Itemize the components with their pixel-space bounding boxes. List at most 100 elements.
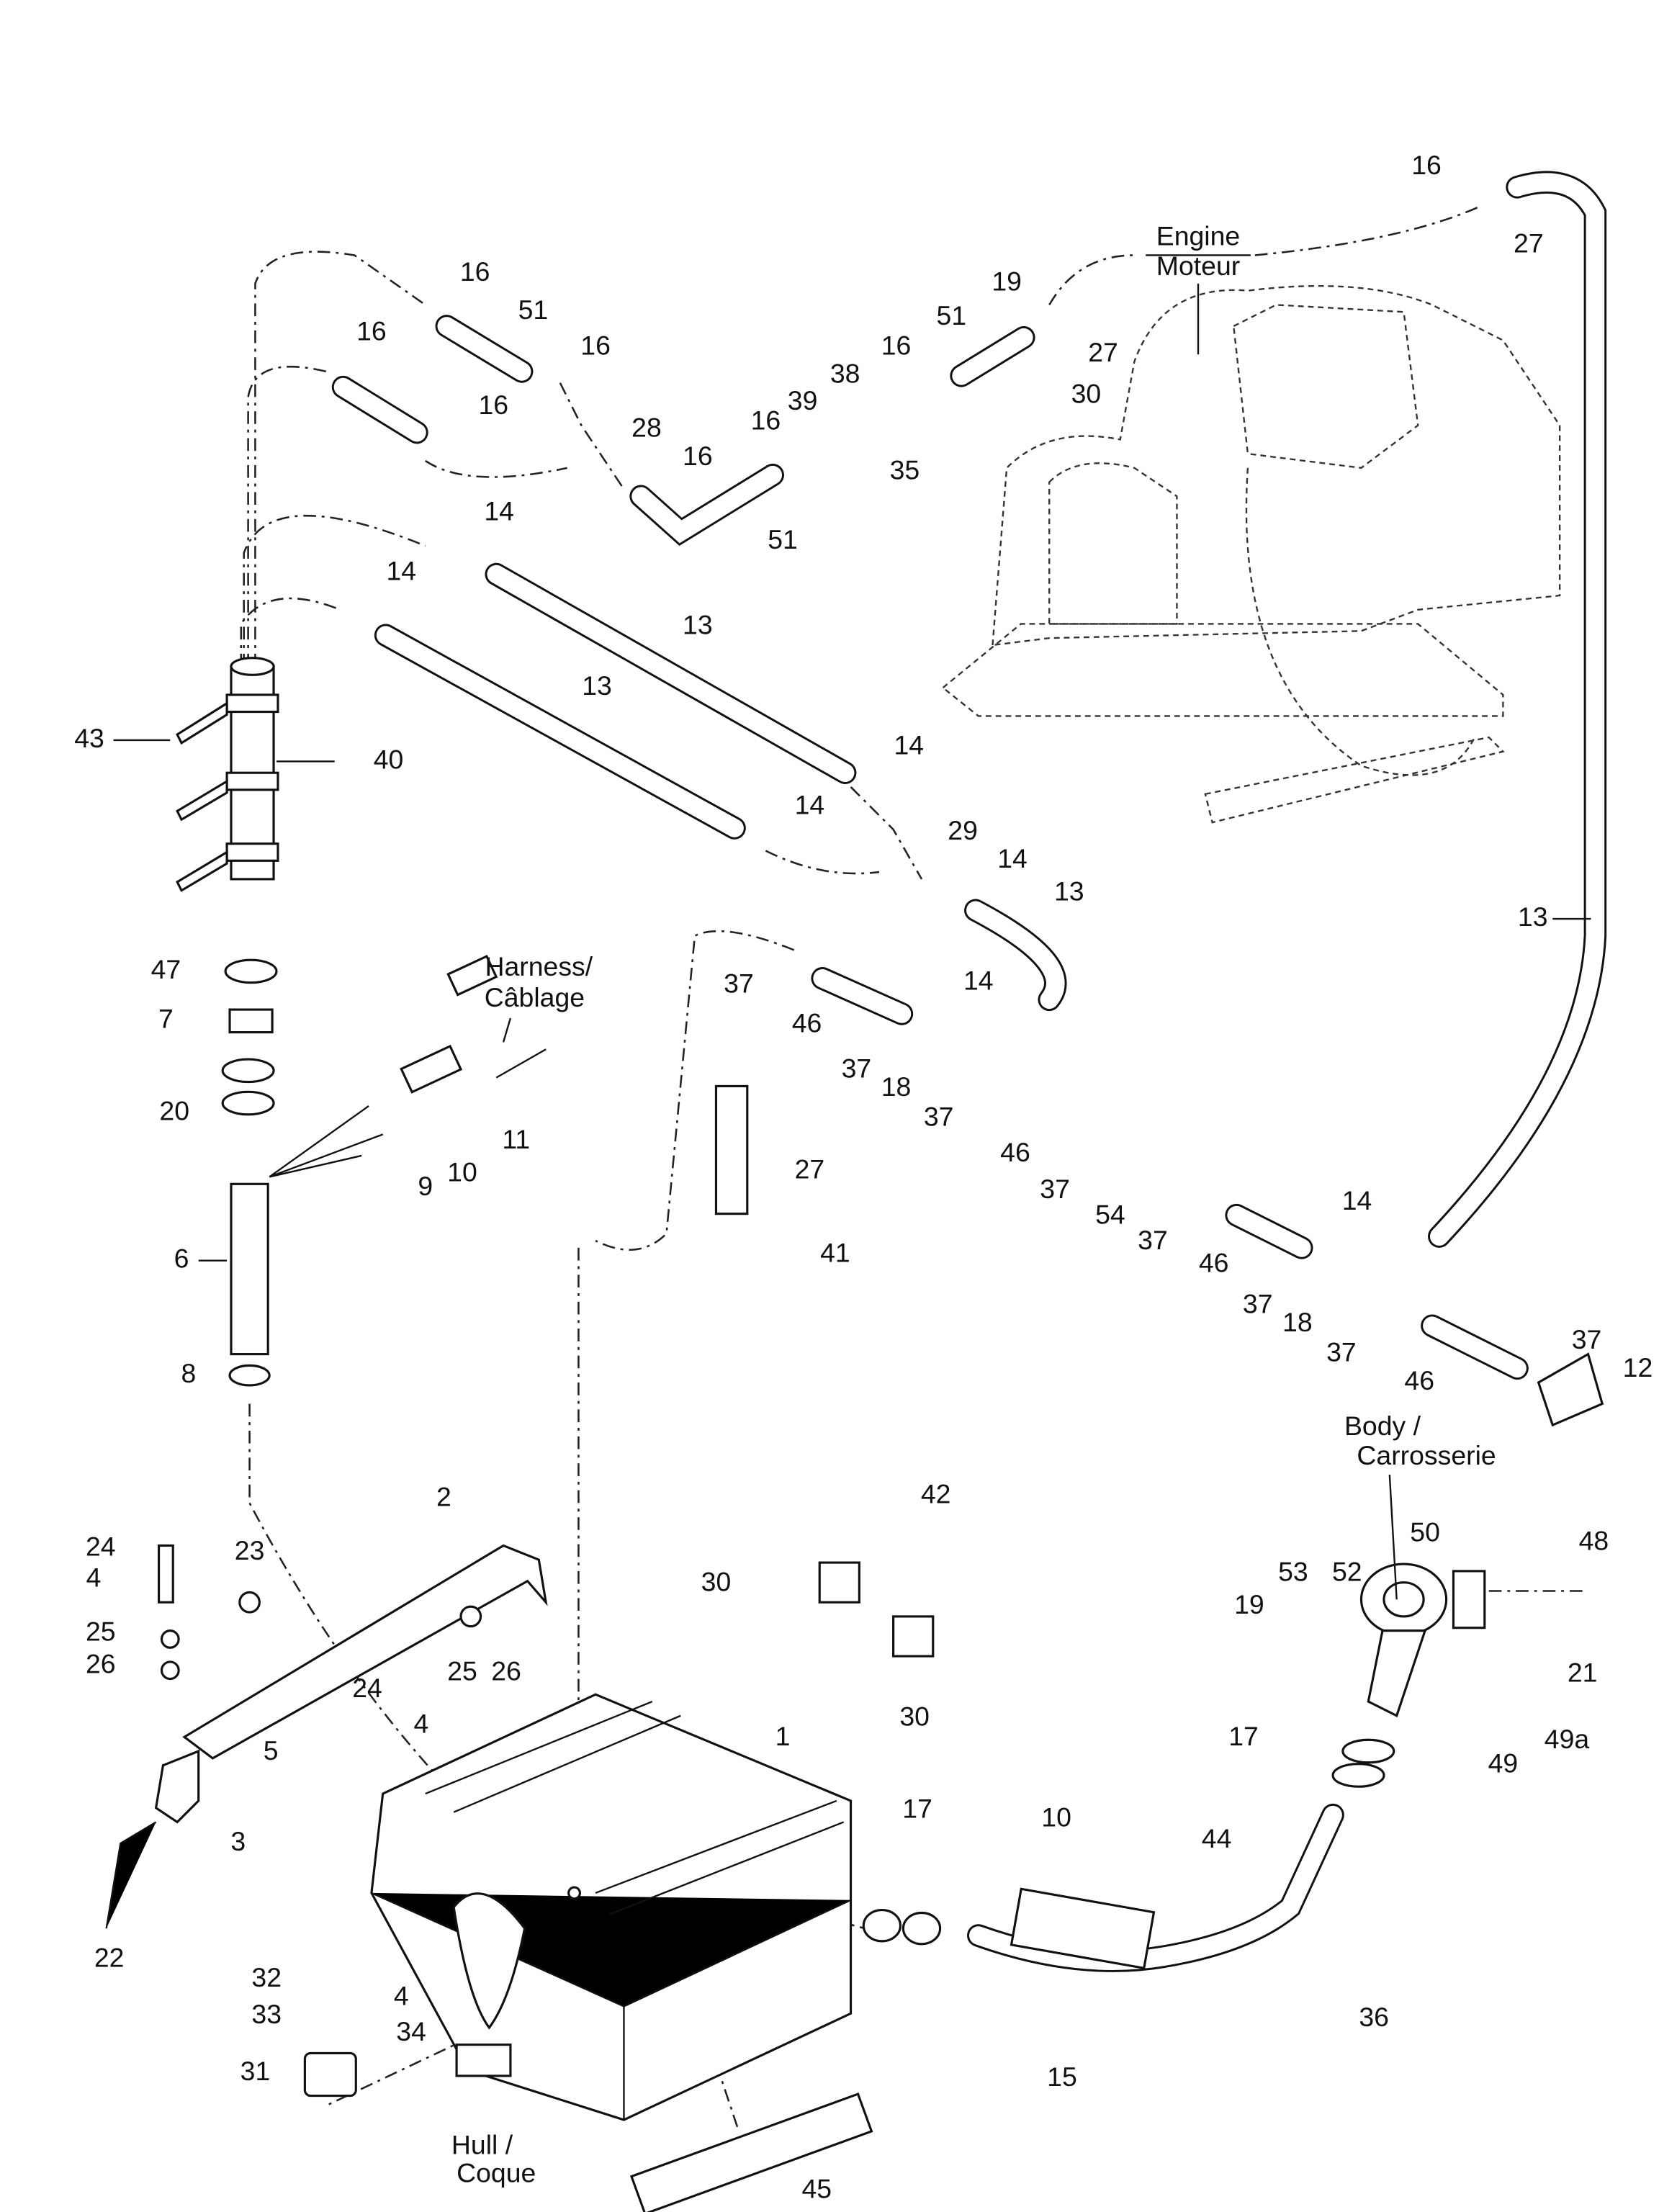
carrosserie-label: Carrosserie <box>1357 1440 1496 1470</box>
callout-7: 7 <box>158 1004 174 1034</box>
callout-10: 10 <box>1041 1802 1071 1832</box>
region-labels: Engine Moteur Harness/ Câblage Body / Ca… <box>451 221 1496 2188</box>
callout-17: 17 <box>1228 1721 1259 1751</box>
callout-16: 16 <box>580 330 611 360</box>
callout-12: 12 <box>1623 1352 1653 1382</box>
callout-30: 30 <box>899 1701 930 1732</box>
callout-53: 53 <box>1278 1557 1308 1587</box>
callout-16: 16 <box>1411 150 1442 180</box>
callout-13: 13 <box>1054 876 1084 906</box>
callout-54: 54 <box>1095 1199 1125 1229</box>
callout-4: 4 <box>394 1981 409 2011</box>
engine-label: Engine <box>1156 221 1240 251</box>
callout-40: 40 <box>374 744 404 774</box>
callout-50: 50 <box>1410 1517 1440 1547</box>
callout-37: 37 <box>1243 1289 1273 1319</box>
moteur-label: Moteur <box>1156 251 1240 281</box>
callout-14: 14 <box>484 496 514 526</box>
coque-label: Coque <box>457 2158 536 2188</box>
callout-30: 30 <box>1071 378 1102 408</box>
callout-36: 36 <box>1359 2002 1389 2032</box>
callout-9: 9 <box>418 1171 433 1201</box>
callout-19: 19 <box>992 266 1022 297</box>
callout-33: 33 <box>251 1999 282 2029</box>
callout-6: 6 <box>174 1244 189 1274</box>
callout-29: 29 <box>948 815 978 845</box>
part-callouts: 1616511616281651163938351651192730162714… <box>74 150 1653 2203</box>
cablage-label: Câblage <box>485 982 585 1012</box>
misc-parts <box>303 1084 1604 2212</box>
callout-23: 23 <box>235 1535 265 1565</box>
callout-32: 32 <box>251 1962 282 1992</box>
callout-47: 47 <box>151 954 181 984</box>
callout-37: 37 <box>1572 1324 1602 1354</box>
callout-41: 41 <box>820 1238 850 1268</box>
callout-35: 35 <box>890 455 920 485</box>
callout-17: 17 <box>902 1794 932 1824</box>
callout-10: 10 <box>447 1156 477 1187</box>
callout-2: 2 <box>436 1481 451 1511</box>
callout-21: 21 <box>1568 1658 1598 1688</box>
callout-5: 5 <box>264 1735 279 1766</box>
callout-27: 27 <box>1514 228 1544 258</box>
callout-46: 46 <box>1199 1247 1229 1277</box>
callout-11: 11 <box>502 1124 530 1154</box>
callout-37: 37 <box>1040 1174 1070 1204</box>
callout-14: 14 <box>795 789 825 819</box>
callout-14: 14 <box>1342 1185 1372 1215</box>
callout-13: 13 <box>683 609 713 639</box>
callout-45: 45 <box>801 2173 832 2203</box>
callout-46: 46 <box>792 1008 822 1038</box>
callout-3: 3 <box>230 1826 246 1856</box>
engine-outline <box>941 284 1561 824</box>
callout-27: 27 <box>1088 337 1118 367</box>
callout-43: 43 <box>74 723 104 753</box>
callout-37: 37 <box>1138 1225 1168 1255</box>
callout-8: 8 <box>181 1358 197 1388</box>
callout-18: 18 <box>881 1071 912 1102</box>
callout-25: 25 <box>86 1616 116 1646</box>
filler-neck <box>862 1563 1486 1970</box>
fuel-tank <box>370 1693 853 2121</box>
callout-51: 51 <box>768 524 798 554</box>
callout-46: 46 <box>1000 1137 1030 1167</box>
callout-22: 22 <box>94 1942 125 1972</box>
callout-52: 52 <box>1332 1557 1362 1587</box>
callout-16: 16 <box>881 330 912 360</box>
callout-27: 27 <box>795 1154 825 1184</box>
fuel-pump-assembly <box>176 657 498 1387</box>
callout-38: 38 <box>830 359 860 389</box>
callout-37: 37 <box>724 968 754 998</box>
callout-20: 20 <box>159 1096 189 1126</box>
callout-24: 24 <box>352 1673 382 1703</box>
callout-26: 26 <box>491 1656 521 1686</box>
callout-39: 39 <box>788 385 818 415</box>
callout-15: 15 <box>1047 2062 1077 2092</box>
callout-1: 1 <box>775 1721 791 1751</box>
callout-13: 13 <box>1518 902 1548 932</box>
callout-16: 16 <box>460 256 490 287</box>
callout-37: 37 <box>842 1053 872 1084</box>
leader-lines <box>113 283 1591 1600</box>
callout-48: 48 <box>1579 1525 1609 1555</box>
callout-16: 16 <box>356 316 387 346</box>
callout-19: 19 <box>1234 1589 1264 1619</box>
support-bracket <box>105 1544 548 1929</box>
callout-16: 16 <box>683 441 713 471</box>
callout-31: 31 <box>240 2056 271 2086</box>
callout-37: 37 <box>1326 1336 1357 1367</box>
callout-28: 28 <box>631 413 662 443</box>
hull-label: Hull / <box>451 2129 513 2159</box>
callout-46: 46 <box>1404 1365 1434 1395</box>
callout-37: 37 <box>924 1102 954 1132</box>
hoses <box>331 171 1607 1972</box>
callout-51: 51 <box>937 300 967 331</box>
callout-44: 44 <box>1202 1823 1232 1853</box>
callout-26: 26 <box>86 1649 116 1679</box>
callout-51: 51 <box>518 295 549 325</box>
callout-24: 24 <box>86 1531 116 1561</box>
callout-25: 25 <box>447 1656 477 1686</box>
body-label: Body / <box>1344 1411 1421 1441</box>
